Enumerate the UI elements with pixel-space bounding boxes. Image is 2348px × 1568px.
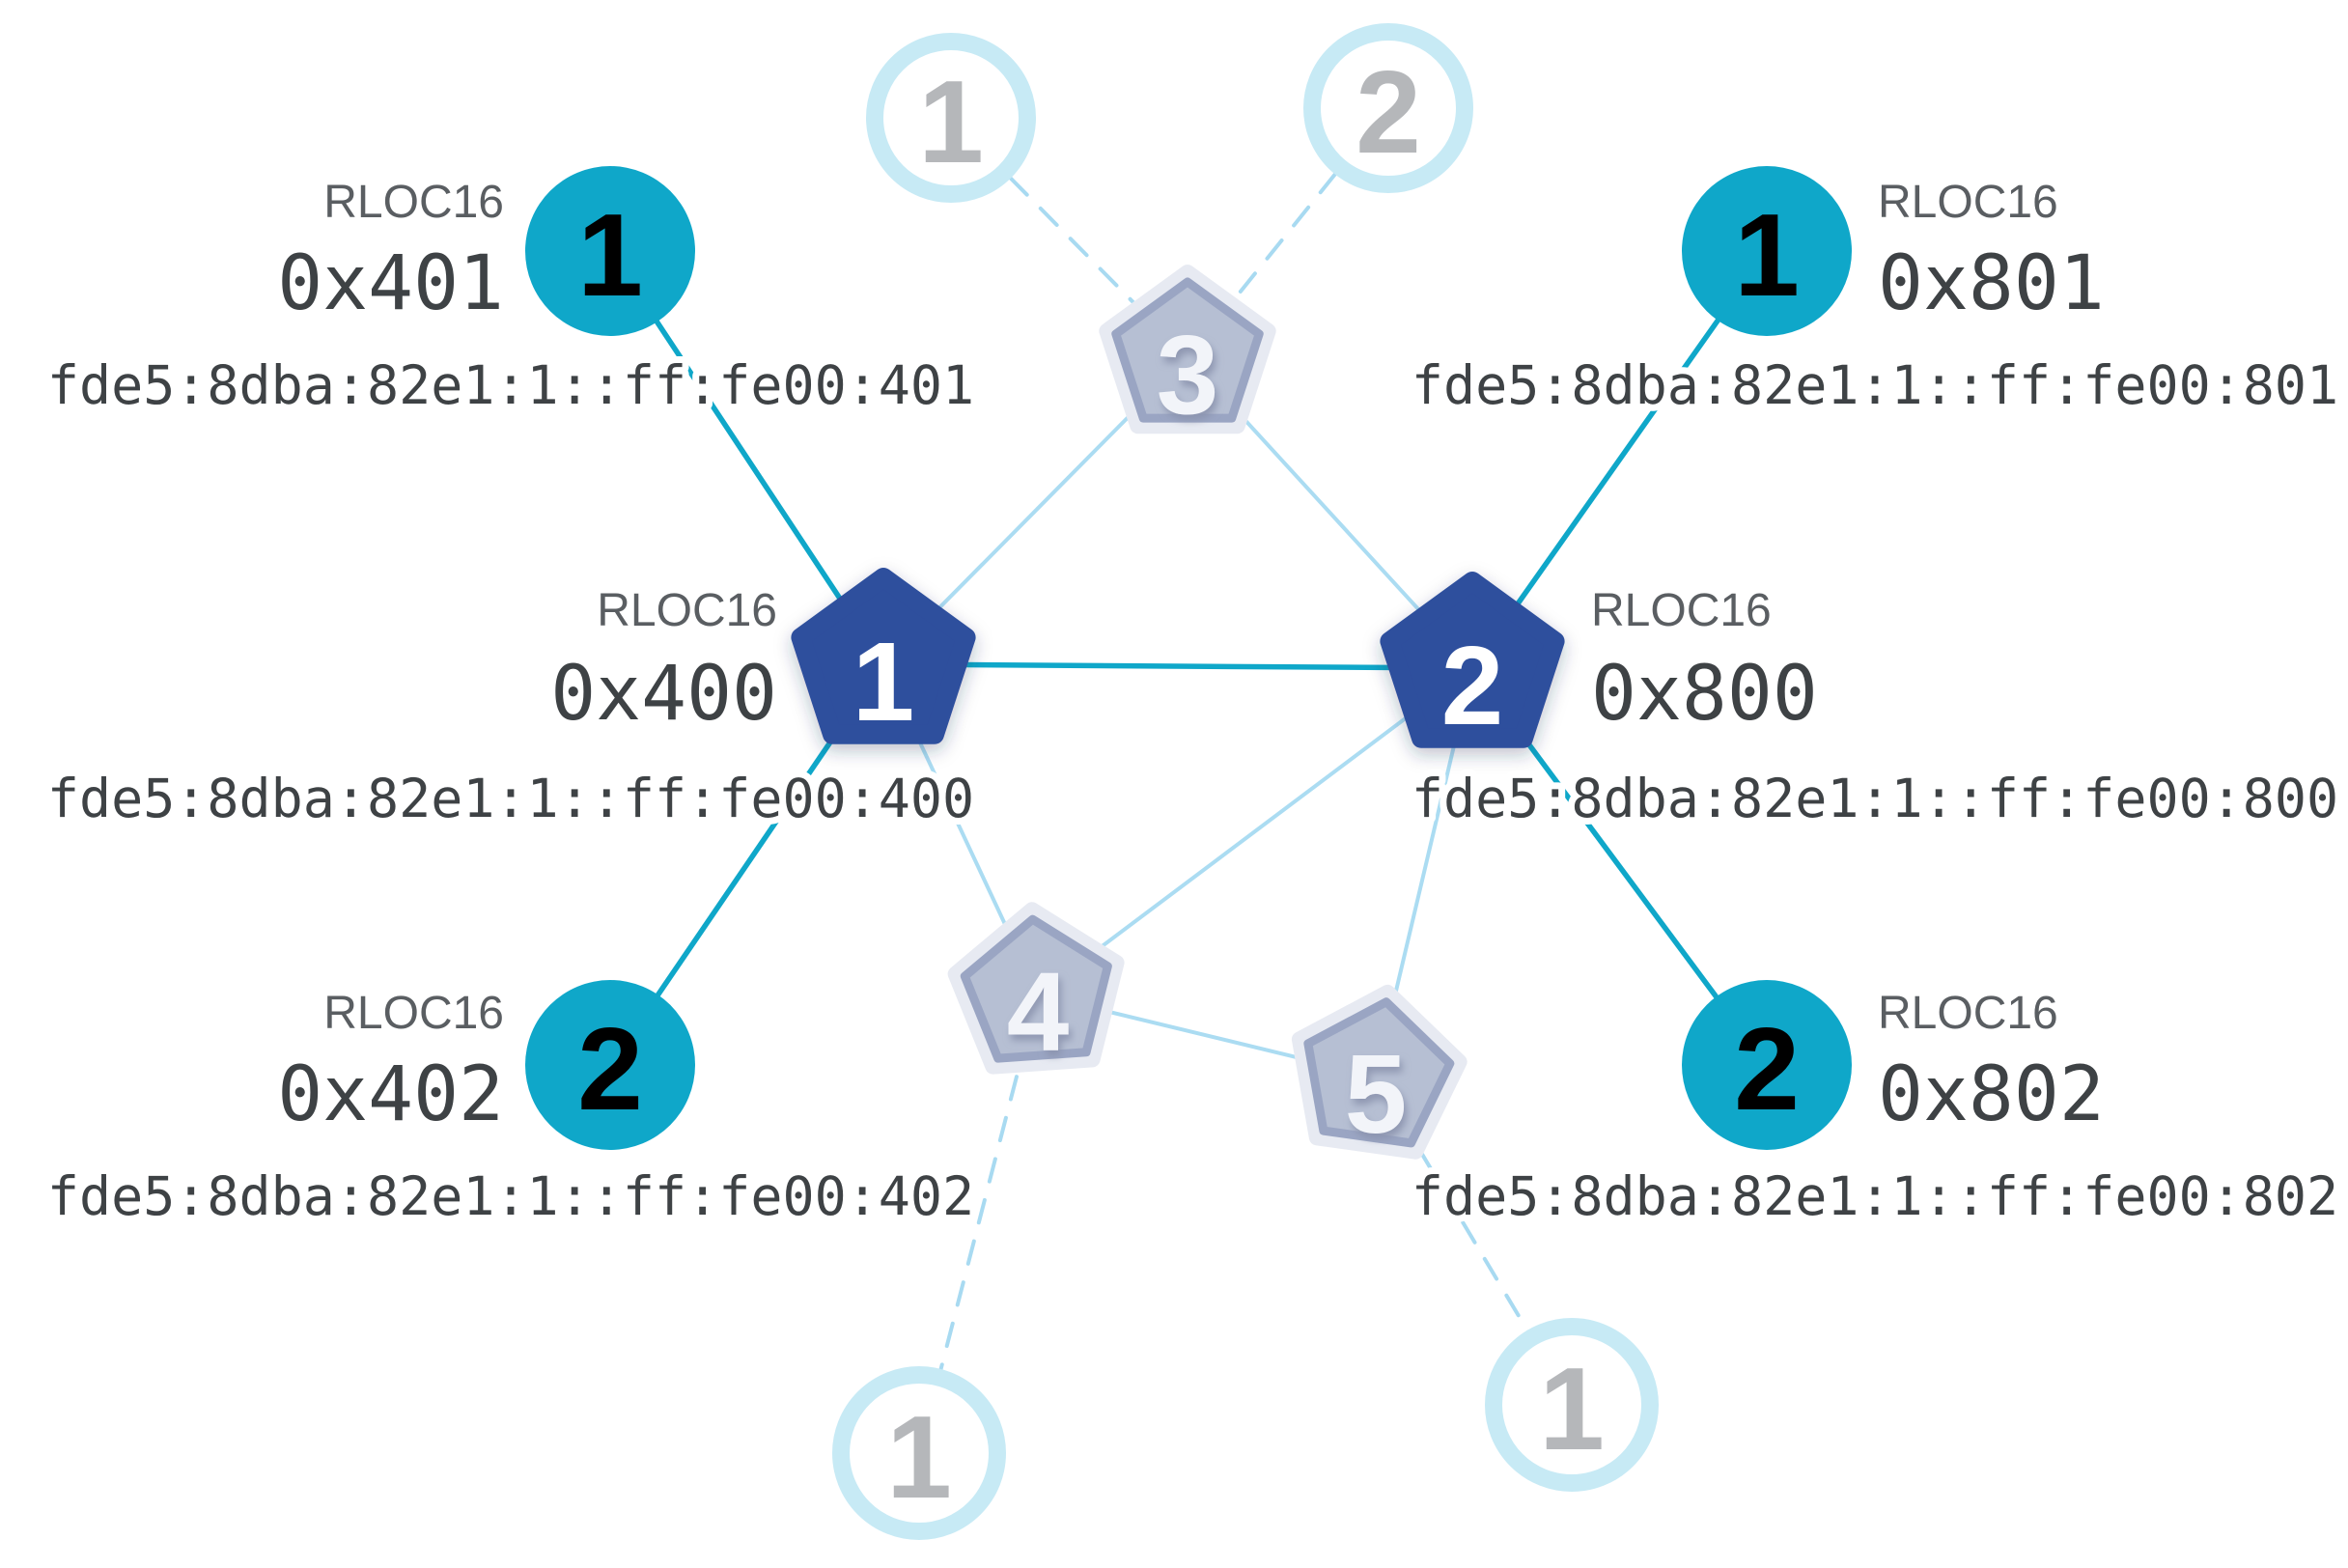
end-device-icon <box>1682 166 1852 336</box>
ipv6-address-child-802: fde5:8dba:82e1:1::ff:fe00:802 <box>1412 1165 2338 1227</box>
ipv6-address-child-401: fde5:8dba:82e1:1::ff:fe00:401 <box>47 354 974 416</box>
node-router-1: 1 <box>791 568 976 744</box>
node-number: 1 <box>577 189 643 321</box>
end-device-icon <box>1682 980 1852 1150</box>
node-router-5: 5 <box>1291 984 1468 1160</box>
router-faded-icon <box>960 914 1112 1063</box>
edge-router-4--router-2 <box>1036 666 1474 996</box>
node-child-402: 2 <box>525 980 695 1150</box>
router-faded-icon <box>1303 997 1455 1148</box>
node-number: 1 <box>1734 189 1800 321</box>
node-child-bottom-2: 1 <box>1485 1318 1659 1492</box>
router-icon <box>791 568 976 744</box>
end-device-icon <box>525 980 695 1150</box>
router-faded-icon <box>1111 277 1264 423</box>
rloc16-caption-router-2: RLOC16 <box>1591 585 1772 636</box>
node-number: 4 <box>1007 949 1070 1075</box>
end-device-icon <box>525 166 695 336</box>
node-number: 1 <box>853 619 915 744</box>
node-number: 2 <box>1441 623 1504 748</box>
node-child-bottom-1: 1 <box>832 1366 1006 1540</box>
node-number: 1 <box>918 56 984 187</box>
node-child-801: 1 <box>1682 166 1852 336</box>
rloc16-value-child-801: 0x801 <box>1878 240 2105 327</box>
node-number: 2 <box>1734 1003 1800 1134</box>
end-device-faded-icon <box>832 1366 1006 1540</box>
node-child-top-1: 1 <box>866 33 1036 203</box>
ipv6-address-child-402: fde5:8dba:82e1:1::ff:fe00:402 <box>47 1165 974 1227</box>
node-number: 5 <box>1345 1031 1408 1157</box>
labels: RLOC160x400fde5:8dba:82e1:1::ff:fe00:400… <box>41 170 2345 1234</box>
rloc16-caption-child-402: RLOC16 <box>323 988 504 1039</box>
rloc16-value-child-402: 0x402 <box>277 1051 504 1138</box>
end-device-faded-icon <box>1303 23 1473 193</box>
end-device-faded-icon <box>1485 1318 1659 1492</box>
node-child-401: 1 <box>525 166 695 336</box>
ipv6-address-router-2: fde5:8dba:82e1:1::ff:fe00:800 <box>1412 768 2338 829</box>
end-device-faded-icon <box>866 33 1036 203</box>
router-icon <box>1380 572 1565 748</box>
node-router-3: 3 <box>1099 265 1276 437</box>
rloc16-caption-router-1: RLOC16 <box>597 585 777 636</box>
node-number: 2 <box>577 1003 643 1134</box>
node-number: 3 <box>1157 312 1219 437</box>
rloc16-value-child-802: 0x802 <box>1878 1051 2105 1138</box>
ipv6-address-child-801: fde5:8dba:82e1:1::ff:fe00:801 <box>1412 354 2338 416</box>
edge-router-1--router-2 <box>882 661 1473 671</box>
ipv6-address-router-1: fde5:8dba:82e1:1::ff:fe00:400 <box>47 768 974 829</box>
node-number: 2 <box>1356 46 1421 178</box>
node-number: 1 <box>1539 1343 1605 1474</box>
rloc16-value-router-1: 0x400 <box>550 651 777 738</box>
rloc16-caption-child-401: RLOC16 <box>323 177 504 228</box>
edge-child-801--router-2 <box>1469 249 1770 670</box>
nodes: 1 2 3 4 5 1 1 2 2 1 2 1 1 <box>525 23 1852 1540</box>
node-router-2: 2 <box>1380 572 1565 748</box>
node-router-4: 4 <box>947 902 1125 1075</box>
rloc16-value-child-401: 0x401 <box>277 240 504 327</box>
rloc16-caption-child-802: RLOC16 <box>1878 988 2058 1039</box>
rloc16-value-router-2: 0x800 <box>1591 651 1818 738</box>
rloc16-caption-child-801: RLOC16 <box>1878 177 2058 228</box>
node-number: 1 <box>886 1391 952 1523</box>
node-child-802: 2 <box>1682 980 1852 1150</box>
node-child-top-2: 2 <box>1303 23 1473 193</box>
